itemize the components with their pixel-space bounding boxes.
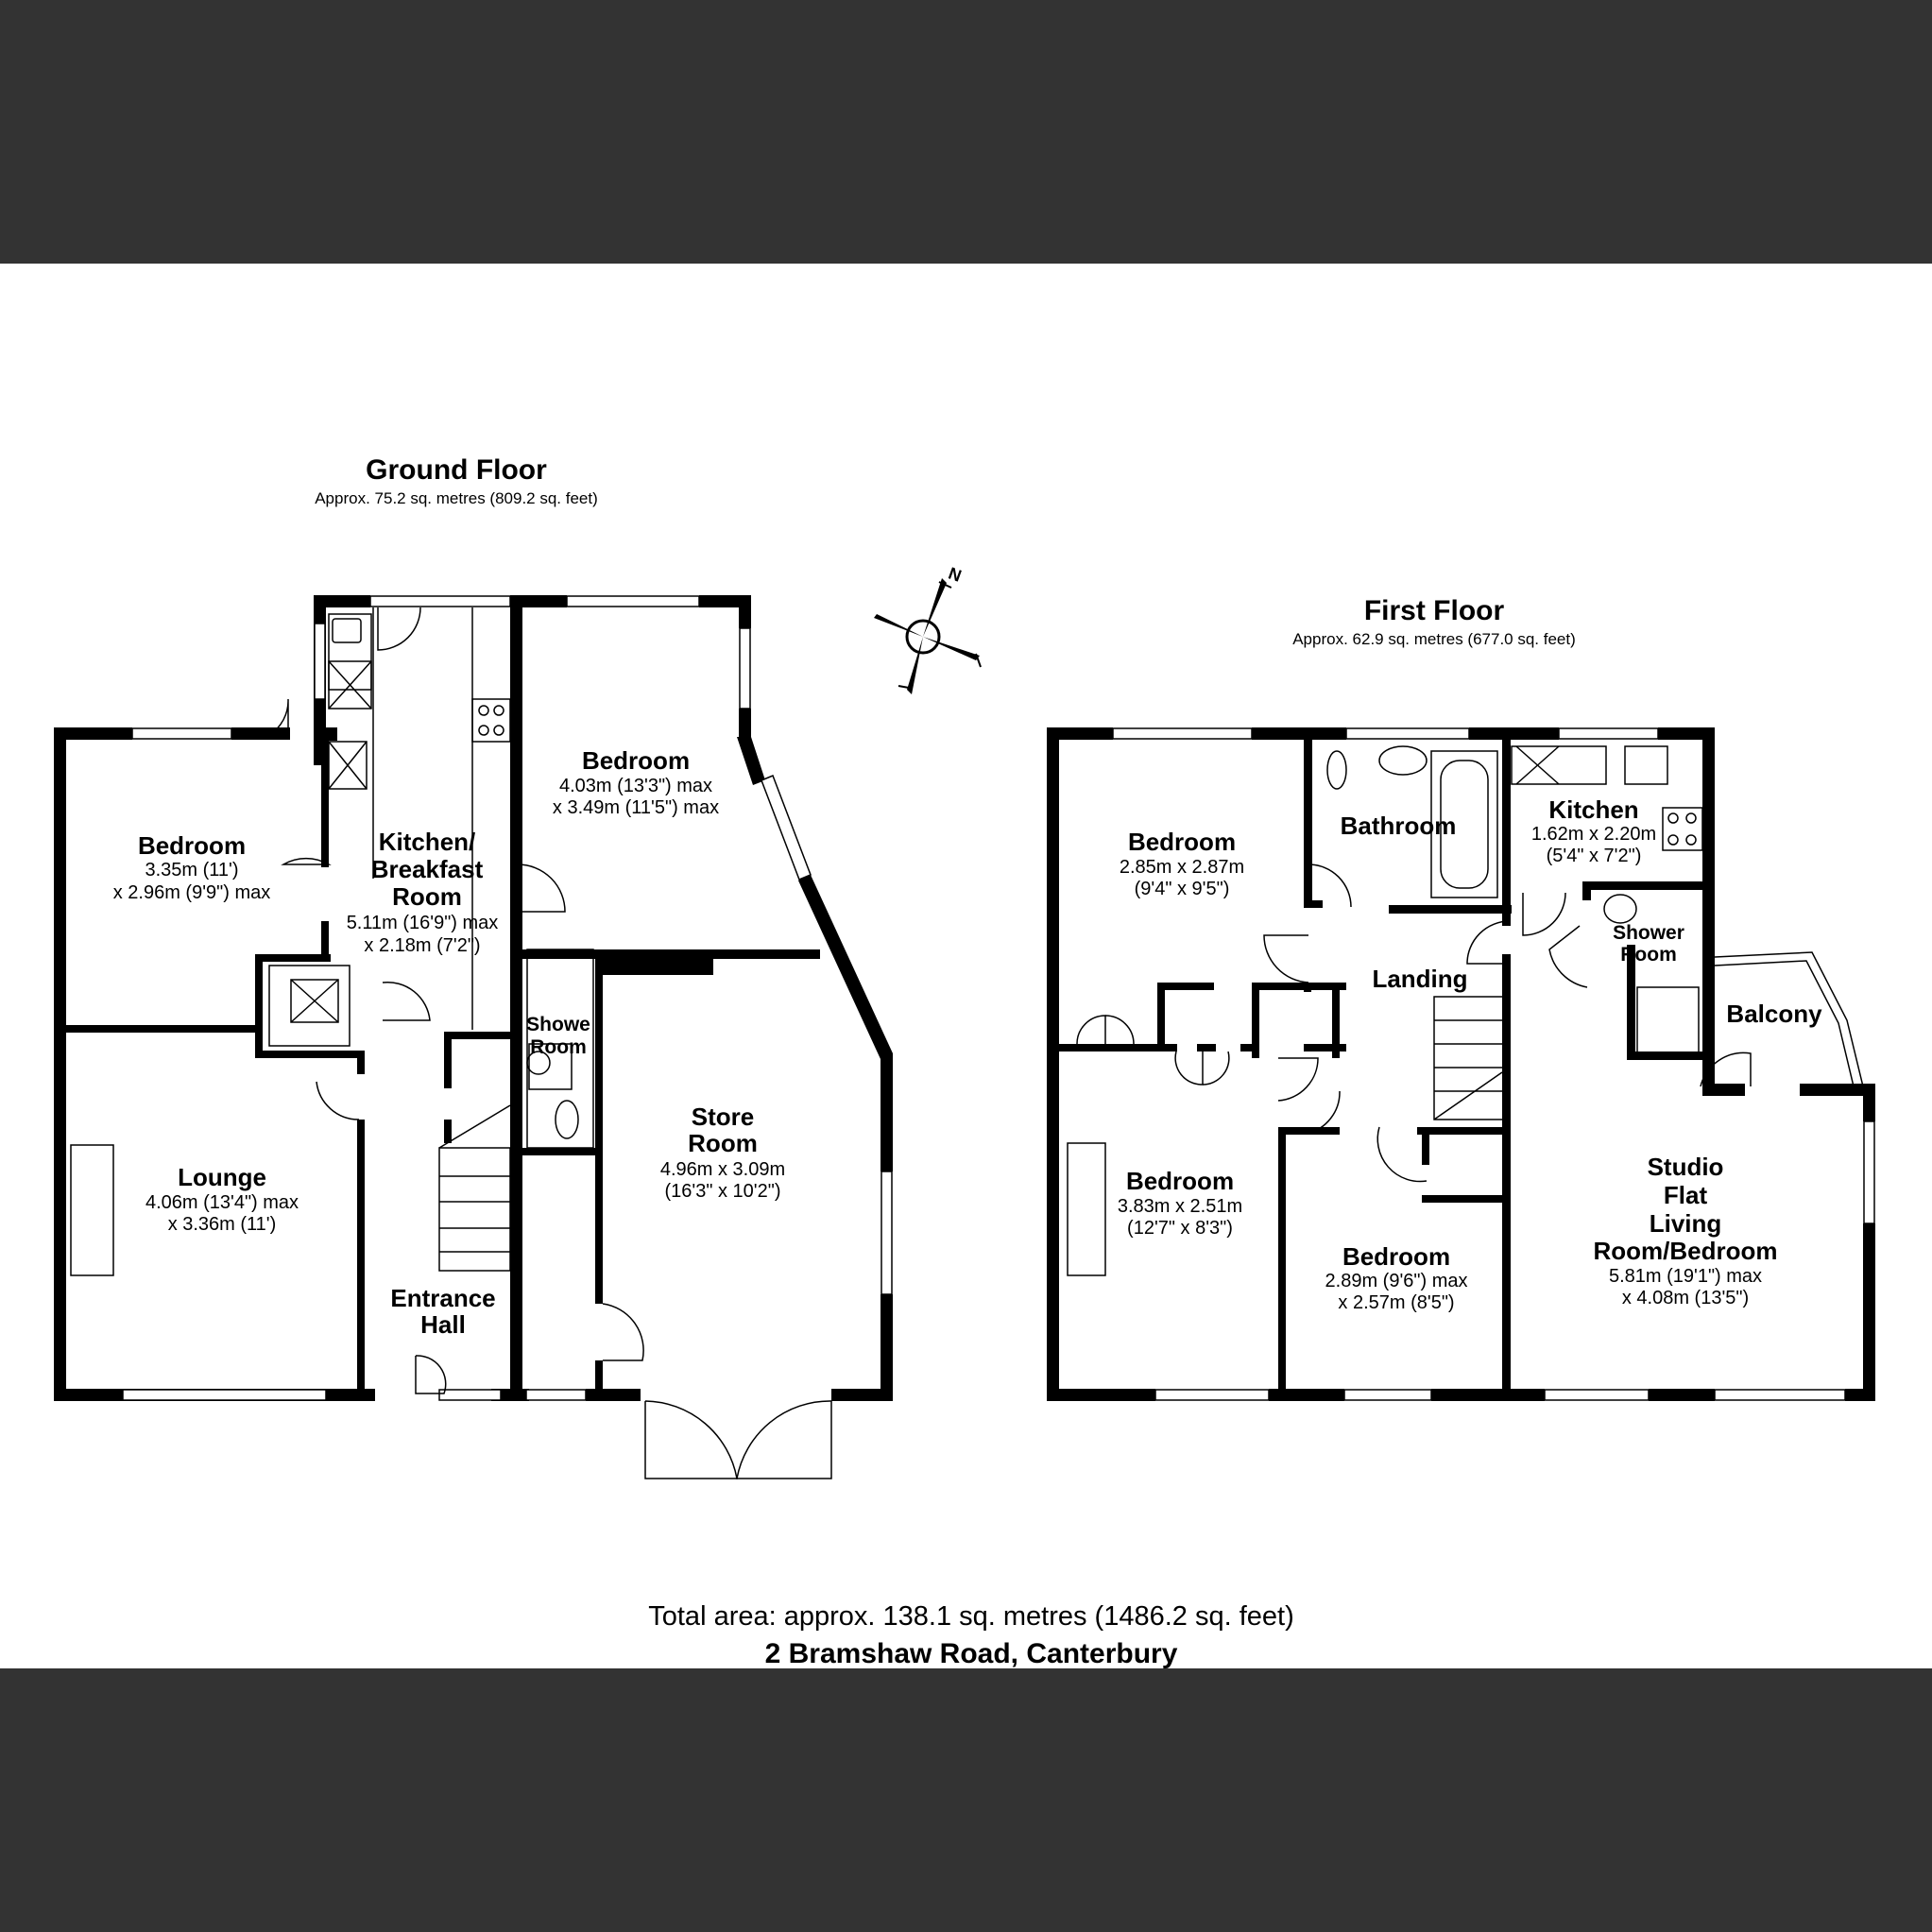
room-dimension: 3.83m x 2.51m (1118, 1196, 1242, 1217)
first-floor-plan (1047, 727, 1875, 1401)
room-bedroom-ground-left: Bedroom 3.35m (11') x 2.96m (9'9") max (113, 831, 271, 903)
room-name: Flat (1664, 1181, 1708, 1209)
ground-floor-plan (54, 595, 893, 1479)
room-dimension: x 2.57m (8'5") (1338, 1292, 1454, 1313)
room-bedroom-first-bottom-middle: Bedroom 2.89m (9'6") max x 2.57m (8'5") (1325, 1242, 1468, 1313)
room-landing: Landing (1372, 965, 1467, 993)
room-name: Bathroom (1341, 812, 1457, 840)
room-shower-ground: Showe Room (526, 1014, 590, 1058)
room-bedroom-first-bottom-left: Bedroom 3.83m x 2.51m (12'7" x 8'3") (1118, 1167, 1242, 1239)
room-name: Bedroom (582, 746, 690, 775)
ground-floor-area: Approx. 75.2 sq. metres (809.2 sq. feet) (315, 489, 598, 507)
room-dimension: 4.96m x 3.09m (660, 1159, 785, 1180)
room-bedroom-ground-right: Bedroom 4.03m (13'3") max x 3.49m (11'5"… (553, 746, 719, 818)
room-balcony: Balcony (1726, 1000, 1822, 1028)
room-name: Hall (420, 1310, 466, 1339)
room-bathroom: Bathroom (1341, 812, 1457, 840)
room-dimension: 5.11m (16'9") max (347, 913, 499, 933)
property-address: 2 Bramshaw Road, Canterbury (765, 1638, 1178, 1669)
room-dimension: (12'7" x 8'3") (1127, 1218, 1233, 1239)
bottom-band (0, 1668, 1932, 1932)
room-name: Landing (1372, 965, 1467, 993)
total-area: Total area: approx. 138.1 sq. metres (14… (648, 1601, 1294, 1632)
ground-floor-title: Ground Floor (366, 454, 547, 486)
room-dimension: x 4.08m (13'5") (1622, 1288, 1749, 1308)
room-name: Room (688, 1129, 758, 1157)
room-dimension: 1.62m x 2.20m (1531, 824, 1656, 845)
room-name: Showe (526, 1014, 590, 1035)
room-dimension: x 3.36m (11') (168, 1214, 277, 1235)
room-dimension: (16'3" x 10'2") (664, 1181, 780, 1202)
room-dimension: x 2.96m (9'9") max (113, 882, 271, 903)
room-name: Kitchen/ (379, 828, 476, 856)
room-studio-flat: Studio Flat Living Room/Bedroom 5.81m (1… (1594, 1153, 1778, 1308)
room-dimension: 5.81m (19'1") max (1609, 1266, 1762, 1287)
room-name: Kitchen (1548, 795, 1638, 824)
compass-north-label: N (946, 564, 964, 586)
room-name: Bedroom (1126, 1167, 1234, 1195)
room-name: Living (1650, 1209, 1722, 1238)
room-dimension: x 2.18m (7'2") (364, 935, 480, 956)
room-dimension: (9'4" x 9'5") (1135, 879, 1230, 899)
room-name: Store (692, 1103, 754, 1131)
room-dimension: (5'4" x 7'2") (1547, 846, 1642, 866)
room-name: Shower (1613, 922, 1684, 944)
room-name: Studio (1648, 1153, 1724, 1181)
room-entrance-hall: Entrance Hall (390, 1284, 495, 1339)
room-name: Bedroom (1342, 1242, 1450, 1271)
room-name: Entrance (390, 1284, 495, 1312)
room-name: Bedroom (138, 831, 246, 860)
room-name: Bedroom (1128, 828, 1236, 856)
room-name: Lounge (178, 1163, 266, 1191)
room-dimension: 2.89m (9'6") max (1325, 1271, 1468, 1291)
first-floor-area: Approx. 62.9 sq. metres (677.0 sq. feet) (1292, 630, 1576, 648)
room-shower-first: Shower Room (1613, 922, 1684, 966)
room-dimension: 4.06m (13'4") max (145, 1192, 299, 1213)
room-dimension: x 3.49m (11'5") max (553, 797, 719, 818)
room-name: Breakfast (371, 855, 484, 883)
room-name: Room (530, 1036, 587, 1058)
room-lounge: Lounge 4.06m (13'4") max x 3.36m (11') (145, 1163, 299, 1235)
room-name: Room (1620, 944, 1677, 966)
room-name: Room (392, 882, 462, 911)
room-name: Room/Bedroom (1594, 1237, 1778, 1265)
first-floor-title: First Floor (1364, 595, 1505, 626)
room-store: Store Room 4.96m x 3.09m (16'3" x 10'2") (660, 1103, 785, 1202)
room-kitchen-breakfast: Kitchen/ Breakfast Room 5.11m (16'9") ma… (347, 828, 499, 956)
room-name: Balcony (1726, 1000, 1822, 1028)
room-dimension: 2.85m x 2.87m (1120, 857, 1244, 878)
top-band (0, 0, 1932, 264)
room-dimension: 4.03m (13'3") max (559, 776, 712, 796)
room-bedroom-first-top-left: Bedroom 2.85m x 2.87m (9'4" x 9'5") (1120, 828, 1244, 899)
compass (874, 578, 982, 694)
room-kitchen-first: Kitchen 1.62m x 2.20m (5'4" x 7'2") (1531, 795, 1656, 866)
room-dimension: 3.35m (11') (145, 860, 238, 881)
